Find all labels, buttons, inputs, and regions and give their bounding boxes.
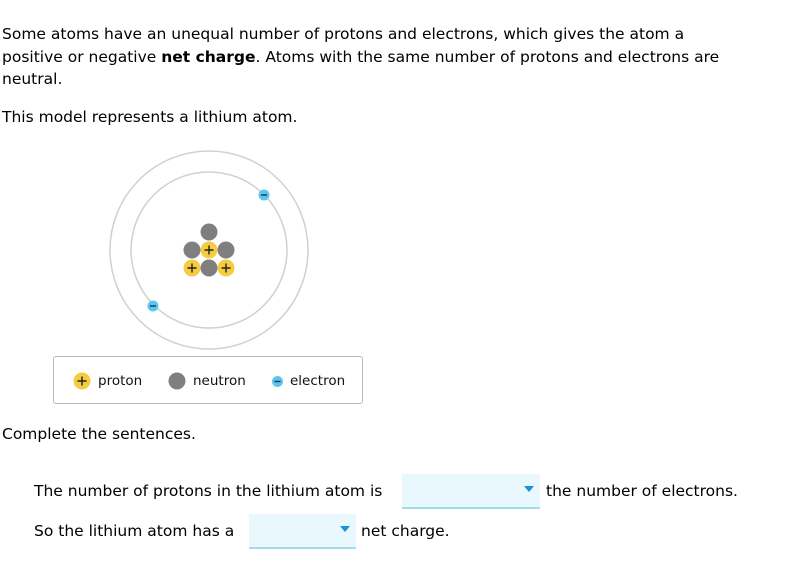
- proton: [217, 259, 235, 277]
- intro-line-2-end: . Atoms with the same number of protons …: [255, 47, 720, 66]
- neutron: [200, 259, 218, 277]
- net-charge-term: net charge: [161, 47, 256, 66]
- nucleus: [183, 223, 235, 277]
- lithium-atom-model: [109, 150, 309, 350]
- neutron: [217, 241, 235, 259]
- proton: [200, 241, 218, 259]
- sentence-2-start: So the lithium atom has a: [34, 522, 235, 540]
- intro-paragraph: Some atoms have an unequal number of pro…: [2, 23, 772, 91]
- legend-neutron: neutron: [168, 357, 246, 405]
- neutron: [183, 241, 201, 259]
- electron: [258, 189, 270, 201]
- legend-electron: electron: [272, 357, 345, 405]
- proton-icon: [73, 372, 91, 390]
- protons-comparison-dropdown[interactable]: [402, 474, 540, 509]
- sentence-2-end: net charge.: [361, 522, 450, 540]
- caret-down-icon: [340, 526, 350, 532]
- electron: [147, 300, 159, 312]
- legend-electron-label: electron: [290, 373, 346, 389]
- inner-orbit: [130, 171, 288, 329]
- intro-line-3: neutral.: [2, 70, 63, 88]
- proton: [183, 259, 201, 277]
- legend-neutron-label: neutron: [193, 373, 246, 389]
- neutron-icon: [168, 372, 186, 390]
- caret-down-icon: [524, 486, 534, 492]
- outer-orbit: [109, 150, 309, 350]
- net-charge-dropdown[interactable]: [249, 514, 356, 549]
- model-caption: This model represents a lithium atom.: [2, 108, 298, 126]
- legend-proton-label: proton: [98, 373, 143, 389]
- sentence-1-end: the number of electrons.: [546, 482, 738, 500]
- legend-proton: proton: [73, 357, 142, 405]
- electron-icon: [272, 375, 283, 387]
- sentence-1-start: The number of protons in the lithium ato…: [34, 482, 383, 500]
- intro-line-1: Some atoms have an unequal number of pro…: [2, 25, 685, 43]
- complete-prompt: Complete the sentences.: [2, 425, 196, 443]
- particle-legend: proton neutron electron: [53, 356, 363, 404]
- intro-line-2: positive or negative net charge. Atoms w…: [2, 46, 772, 69]
- neutron: [200, 223, 218, 241]
- intro-line-2-start: positive or negative: [2, 47, 162, 66]
